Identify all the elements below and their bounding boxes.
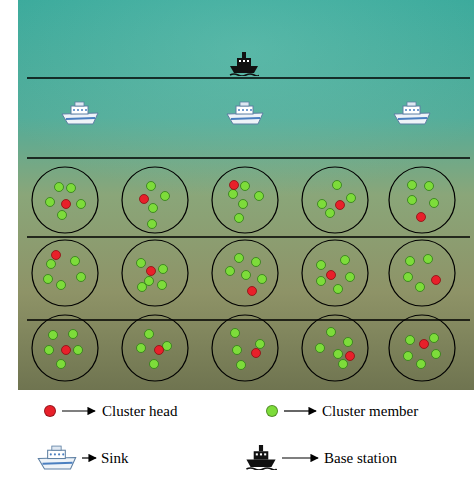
legend-text: Sink — [101, 449, 129, 467]
sink-icon — [227, 102, 263, 124]
legend-swatch — [266, 405, 278, 417]
legend-swatch — [44, 405, 56, 417]
legend-text: Base station — [324, 449, 397, 467]
legend-icon-shape — [38, 446, 75, 469]
sea-background — [18, 0, 474, 390]
legend-arrows — [62, 411, 318, 458]
legend-text: Cluster member — [322, 402, 418, 420]
clusters — [32, 167, 455, 381]
layer-lines — [27, 78, 470, 320]
legend-icon — [36, 444, 78, 471]
sink-icon — [394, 102, 430, 124]
sea-glow — [18, 0, 474, 250]
legend-icon — [245, 445, 277, 470]
legend-icon-shape — [246, 445, 276, 470]
legend-text: Cluster head — [102, 402, 177, 420]
sink-icon — [62, 102, 98, 124]
base-station-icon — [230, 52, 259, 76]
